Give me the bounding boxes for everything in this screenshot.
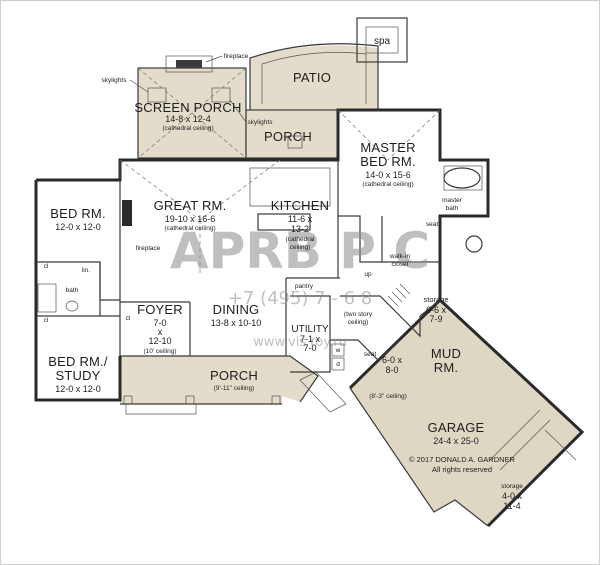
storage-b-dims-2: 11-4 [503, 501, 520, 511]
mud-seat-label: seat [364, 351, 376, 358]
bed-label: BED RM. [50, 206, 106, 221]
utility-label: UTILITY [291, 324, 329, 335]
interior-walls [36, 160, 441, 373]
fixtures [37, 109, 483, 371]
two-story-label: (two story [344, 311, 373, 318]
bed-dims: 12-0 x 12-0 [55, 222, 101, 232]
watermark-logo: APRB P C [170, 222, 430, 280]
mud-room-label: MUD [431, 346, 461, 361]
bed-study-label: BED RM./ [48, 354, 108, 369]
storage-a-label: storage [423, 295, 448, 304]
master-bath-label: master [442, 197, 463, 204]
closet-label-study: cl [44, 317, 49, 324]
screen-porch-dims: 14-8 x 12-4 [165, 114, 211, 124]
two-story-label-2: ceiling) [348, 319, 369, 326]
rear-porch-label: PORCH [264, 129, 312, 144]
bed-study-dims: 12-0 x 12-0 [55, 384, 101, 394]
storage-b-dims: 4-0 x [502, 491, 523, 501]
spa-box [356, 17, 408, 63]
foyer-d2: x [158, 327, 163, 337]
foyer-label: FOYER [137, 302, 183, 317]
foyer-note: (10' ceiling) [143, 348, 176, 355]
screen-porch-note: (cathedral ceiling) [162, 125, 213, 132]
stair-up-label: up [364, 271, 372, 278]
fireplace-great-label: fireplace [136, 245, 161, 252]
bed-study-label-2: STUDY [55, 368, 100, 383]
storage-a-dims: 6-6 x [426, 305, 447, 315]
dining-label: DINING [213, 302, 260, 317]
garage-label: GARAGE [428, 420, 485, 435]
garage-dims: 24-4 x 25-0 [433, 436, 479, 446]
master-note: (cathedral ceiling) [362, 181, 413, 188]
copyright-line-2: All rights reserved [432, 465, 492, 474]
kitchen-label: KITCHEN [271, 198, 329, 213]
storage-a-dims-2: 7-9 [429, 314, 442, 324]
utility-d2: 7-0 [303, 343, 316, 353]
bath-label: bath [66, 287, 79, 294]
great-room-note: (cathedral ceiling) [164, 225, 215, 232]
copyright-line-1: © 2017 DONALD A. GARDNER [409, 455, 516, 464]
spa-label: spa [374, 36, 391, 47]
watermark-site: www.vis roy.ru [253, 335, 347, 350]
closet-label-foyer: cl [126, 315, 131, 322]
pantry-label: pantry [295, 283, 314, 290]
patio-label: PATIO [293, 70, 331, 85]
mud-seat-dims-2: 8-0 [385, 365, 398, 375]
screen-porch-label: SCREEN PORCH [134, 100, 241, 115]
mud-room-label-2: RM. [434, 360, 458, 375]
foyer-d1: 7-0 [153, 318, 166, 328]
front-porch-note: (9'-11" ceiling) [214, 385, 255, 392]
closet-label: closet [392, 261, 409, 268]
kitchen-dims: 11-6 x [288, 214, 313, 224]
mud-seat-dims: 6-0 x [382, 355, 403, 365]
master-label-2: BED RM. [360, 154, 416, 169]
utility-d1: 7-1 x [300, 334, 321, 344]
garage-area [348, 297, 585, 528]
front-porch-area [120, 355, 347, 415]
skylights-left-label: skylights [102, 77, 128, 84]
watermark-phone: +7 (495) 7 - 6 8 [228, 288, 372, 309]
washer-label: w [335, 347, 341, 354]
rear-porch-area [245, 109, 339, 159]
front-porch-label: PORCH [210, 368, 258, 383]
dining-dims: 13-8 x 10-10 [211, 318, 262, 328]
dryer-label: d [336, 361, 340, 368]
kitchen-dims-2: 13-2 [291, 224, 309, 234]
master-seat-label: seat [426, 221, 438, 228]
great-room-dims: 19-10 x 16-6 [165, 214, 216, 224]
linen-label: lin. [82, 267, 91, 274]
master-bath-label-2: bath [446, 205, 459, 212]
storage-b-label: storage [501, 483, 523, 490]
garage-ceiling-note: (8'-3" ceiling) [369, 393, 407, 400]
master-label: MASTER [360, 140, 415, 155]
watermark: APRB P C +7 (495) 7 - 6 8 www.vis roy.ru [170, 222, 430, 350]
patio-area [249, 43, 379, 110]
master-dims: 14-0 x 15-6 [365, 170, 411, 180]
fireplace-top-label: fireplace [224, 53, 249, 60]
kitchen-note: (cathedral [286, 236, 315, 243]
walk-in-label: walk-in [389, 253, 411, 260]
skylights-right-label: skylights [248, 119, 274, 126]
foyer-d3: 12-10 [148, 336, 171, 346]
kitchen-note-2: ceiling) [290, 244, 311, 251]
great-room-label: GREAT RM. [154, 198, 227, 213]
closet-label-bed: cl [44, 263, 49, 270]
